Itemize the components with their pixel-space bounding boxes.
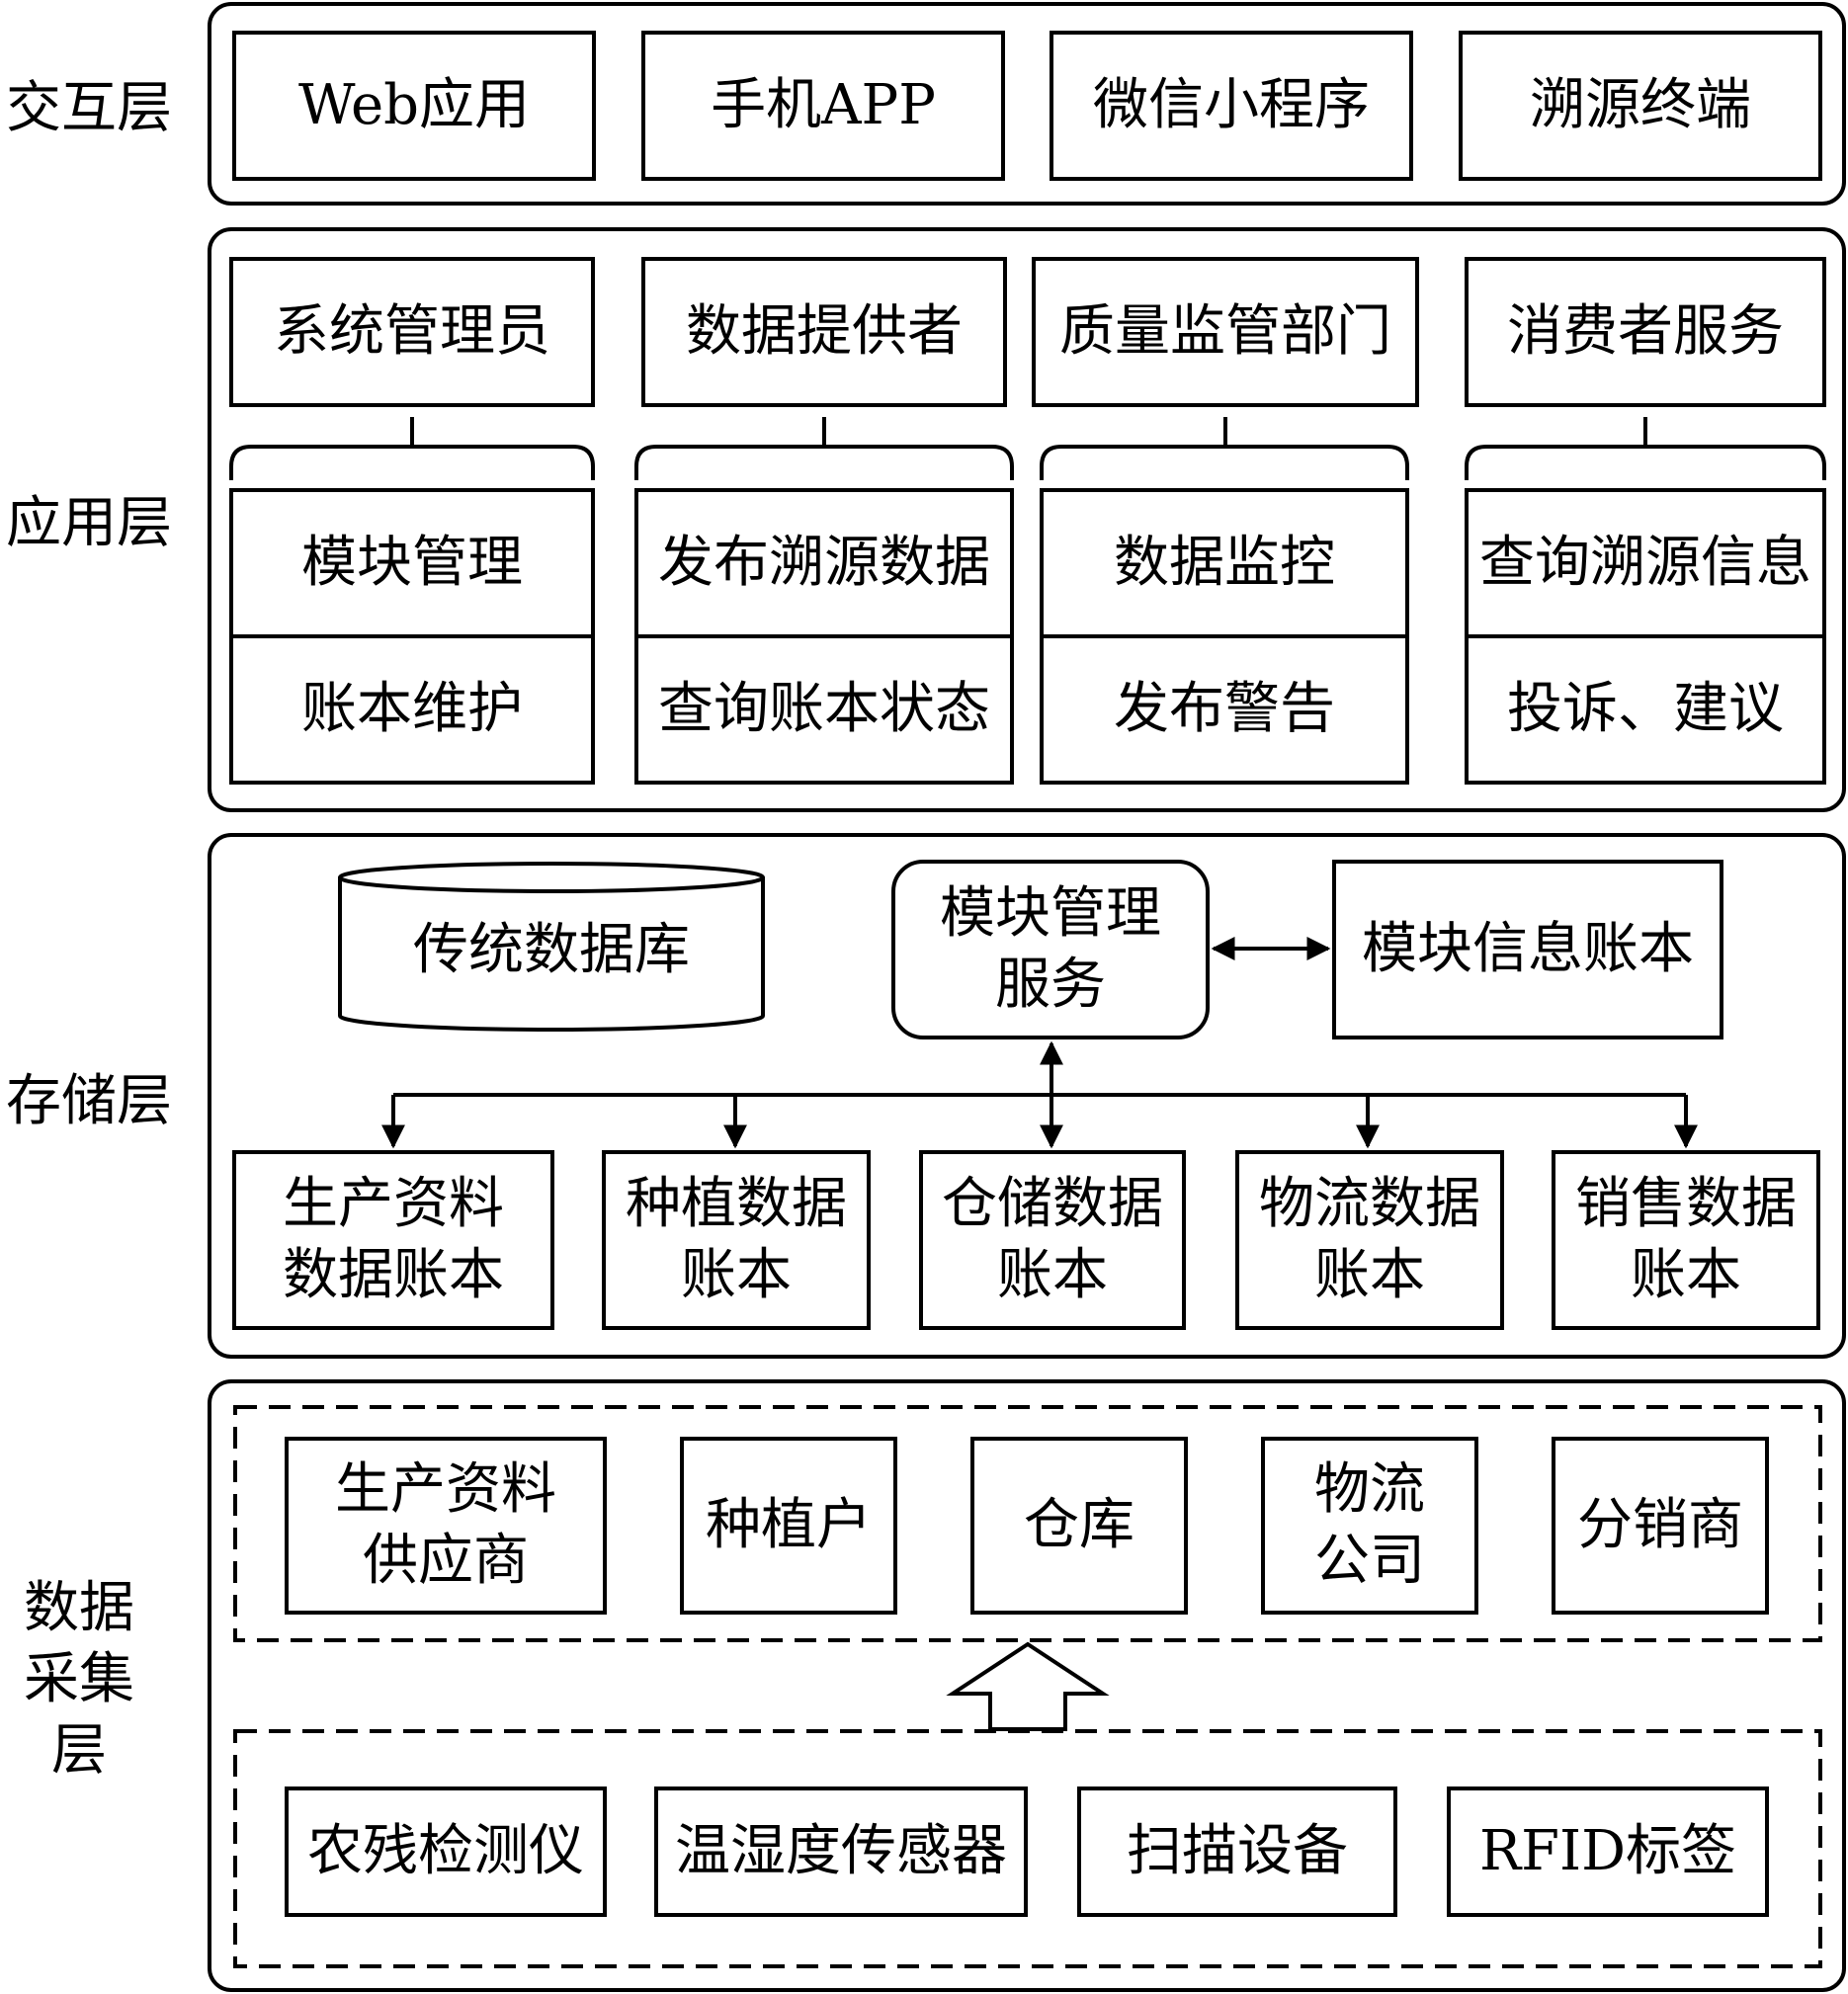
function-label: 投诉、建议 [1507,677,1784,741]
service-box [891,860,1210,1039]
ledger-box [919,1150,1186,1330]
layer-label-interaction: 交互层 [6,76,172,140]
role-box [229,257,595,407]
interaction-item: 溯源终端 [1530,73,1751,137]
entity-label: 生产资料 供应商 [335,1457,556,1593]
layer-label-application: 应用层 [6,491,172,555]
module-ledger-box [1332,860,1723,1039]
device-label: 农残检测仪 [307,1819,584,1883]
entity-group-dashed [233,1405,1822,1642]
ledger-label: 物流数据 账本 [1259,1172,1480,1307]
role-box [641,257,1007,407]
function-label: 数据监控 [1114,531,1335,595]
entity-box [1261,1437,1478,1615]
role-box [1465,257,1826,407]
entity-box [285,1437,607,1615]
role-label: 消费者服务 [1507,299,1784,364]
ledger-box [232,1150,554,1330]
ledger-label: 销售数据 账本 [1575,1172,1797,1307]
ledger-box [1235,1150,1504,1330]
interaction-item: 手机APP [711,73,936,137]
brace-bracket [229,445,595,480]
entity-label: 分销商 [1577,1493,1743,1557]
interaction-box [1050,31,1413,181]
function-label: 模块管理 [301,531,523,595]
up-arrow-icon [946,1641,1110,1731]
storage-layer-frame [208,833,1846,1359]
function-label: 发布溯源数据 [658,531,990,595]
role-label: 数据提供者 [686,299,963,364]
interaction-box [641,31,1005,181]
database-label: 传统数据库 [413,918,690,982]
entity-label: 仓库 [1024,1493,1134,1557]
device-label: 扫描设备 [1127,1819,1348,1883]
device-box [285,1786,607,1917]
entity-label: 物流 公司 [1314,1457,1425,1593]
ledger-box [1552,1150,1820,1330]
service-label: 模块管理 服务 [940,881,1161,1017]
application-layer-frame [208,227,1846,812]
function-label: 查询账本状态 [658,677,990,741]
ledger-label: 仓储数据 账本 [942,1172,1163,1307]
device-box [654,1786,1028,1917]
ledger-box [602,1150,871,1330]
function-label: 发布警告 [1114,677,1335,741]
device-box [1077,1786,1397,1917]
interaction-item: Web应用 [298,73,530,137]
device-box [1447,1786,1769,1917]
entity-label: 种植户 [706,1493,872,1557]
function-label: 查询溯源信息 [1479,531,1811,595]
role-label: 质量监管部门 [1059,299,1391,364]
layer-label-collection: 数据 采集 层 [24,1576,134,1783]
entity-box [970,1437,1188,1615]
ledger-label: 生产资料 数据账本 [283,1172,504,1307]
entity-box [680,1437,897,1615]
brace-bracket [1465,445,1826,480]
interaction-box [232,31,596,181]
interaction-box [1459,31,1822,181]
entity-box [1552,1437,1769,1615]
function-label: 账本维护 [301,677,523,741]
device-label: RFID标签 [1478,1819,1737,1883]
role-label: 系统管理员 [274,299,550,364]
ledger-label: 种植数据 账本 [626,1172,847,1307]
device-label: 温湿度传感器 [675,1819,1007,1883]
database-cylinder [338,862,765,1032]
interaction-item: 微信小程序 [1093,73,1370,137]
role-box [1032,257,1419,407]
layer-label-storage: 存储层 [6,1069,172,1133]
interaction-layer-frame [208,2,1846,206]
collection-layer-frame [208,1379,1846,1992]
brace-bracket [634,445,1014,480]
module-ledger-label: 模块信息账本 [1362,917,1694,981]
brace-bracket [1040,445,1409,480]
